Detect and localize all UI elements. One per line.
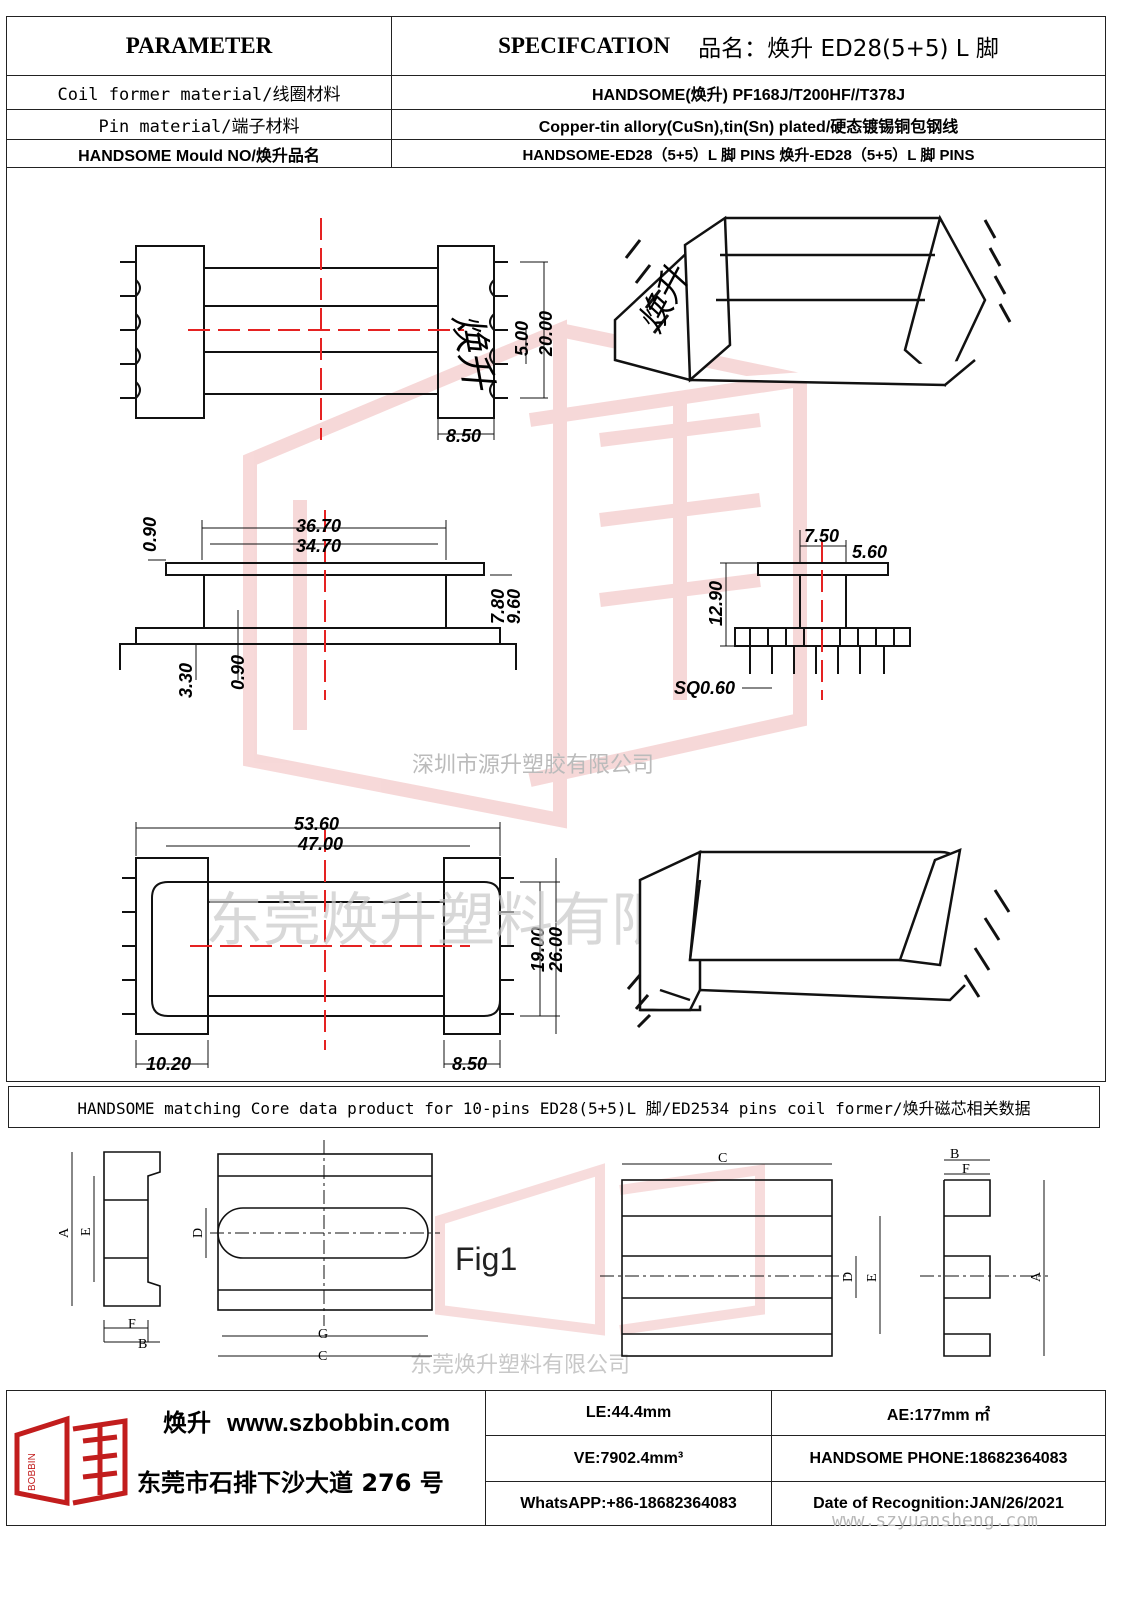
brand-line: 焕升 www.szbobbin.com [163, 1403, 450, 1438]
ve-value: VE:7902.4mm³ [573, 1449, 684, 1467]
parameter-title: PARAMETER [125, 33, 273, 58]
dim-end-height: 12.90 [706, 581, 726, 626]
dim-bottom-outer: 53.60 [294, 814, 339, 834]
core-label-d2: D [841, 1272, 856, 1282]
core-label-f2: F [962, 1162, 970, 1177]
logo-text: BOBBIN [27, 1453, 38, 1491]
side-view [119, 520, 517, 680]
core-top-view [205, 1140, 440, 1357]
core-drawing: 东莞焕升塑料有限公司 A E F B D G C Fig1 [57, 1140, 1048, 1377]
date-value: Date of Recognition:JAN/26/2021 [813, 1494, 1064, 1512]
core-label-c: C [318, 1349, 327, 1364]
core-e-left [71, 1151, 161, 1343]
dim-end-b: 5.60 [852, 542, 887, 562]
dim-side-height-a: 7.80 [488, 589, 508, 624]
whatsapp-value: WhatsAPP:+86-18682364083 [520, 1494, 737, 1512]
ae-value: AE:177mm ㎡ [886, 1407, 991, 1424]
core-watermark-text: 东莞焕升塑料有限公司 [410, 1352, 630, 1377]
drawing-frame [6, 168, 1106, 1082]
dim-side-flange: 0.90 [140, 517, 160, 552]
brand-name: 焕升 [163, 1409, 211, 1437]
dim-top-pitch: 5.00 [512, 321, 532, 356]
spec-title: SPECIFCATION [498, 33, 671, 58]
iso-view-bottom [626, 848, 1011, 1029]
row-label-pin: Pin material/端子材料 [98, 117, 300, 137]
iso-view-top [613, 214, 1012, 388]
core-label-g: G [318, 1327, 328, 1342]
footer-frame: BOBBIN 焕升 www.szbobbin.com 东莞市石排下沙大道 276… [6, 1390, 1106, 1526]
spec-table: PARAMETER SPECIFCATION 品名：焕升 ED28(5+5) L… [6, 16, 1106, 168]
row-label-mould: HANDSOME Mould NO/焕升品名 [78, 148, 320, 165]
dim-side-outer: 36.70 [296, 516, 341, 536]
dim-side-inner: 34.70 [296, 536, 341, 556]
core-label-f: F [128, 1317, 136, 1332]
core-caption-box: HANDSOME matching Core data product for … [8, 1086, 1100, 1128]
dim-bottom-h-b: 26.00 [546, 927, 566, 973]
technical-drawing: 焕升 8.50 5.00 20.00 焕升 36.70 34.70 0.90 [119, 214, 1012, 1074]
core-label-b: B [138, 1337, 147, 1352]
bottom-centerlines [190, 830, 470, 1050]
dim-top-height: 20.00 [536, 311, 556, 357]
core-label-c2: C [718, 1151, 727, 1166]
watermark-company-a: 深圳市源升塑胶有限公司 [412, 752, 654, 777]
core-label-b2: B [950, 1147, 959, 1162]
le-value: LE:44.4mm [585, 1404, 672, 1421]
dim-side-height-b: 9.60 [504, 589, 524, 624]
top-view-centerlines [188, 218, 464, 440]
dim-bottom-h-a: 19.00 [528, 927, 548, 972]
core-e-right [920, 1159, 1048, 1357]
core-label-d: D [191, 1228, 206, 1238]
dim-top-width: 8.50 [446, 426, 481, 446]
dim-bottom-left: 10.20 [146, 1054, 191, 1074]
row-value-mould: HANDSOME-ED28（5+5）L 脚 PINS 焕升-ED28（5+5）L… [522, 146, 975, 164]
brand-mark-top: 焕升 [445, 310, 500, 395]
core-label-a2: A [1029, 1271, 1044, 1282]
dim-side-pin: 3.30 [176, 663, 196, 698]
dim-pin-sq: SQ0.60 [674, 678, 735, 698]
core-label-e2: E [865, 1273, 880, 1282]
url-watermark: www.szyuansheng.com [832, 1510, 1038, 1531]
row-value-pin: Copper-tin allory(CuSn),tin(Sn) plated/硬… [538, 118, 959, 136]
dim-end-a: 7.50 [804, 526, 839, 546]
row-label-coil: Coil former material/线圈材料 [57, 85, 341, 105]
dim-bottom-inner: 47.00 [297, 834, 343, 854]
product-name: 品名：焕升 ED28(5+5) L 脚 [698, 36, 999, 62]
core-label-a: A [57, 1227, 72, 1238]
spec-title-block: SPECIFCATION 品名：焕升 ED28(5+5) L 脚 [392, 17, 1105, 75]
company-logo: BOBBIN [14, 1415, 128, 1507]
phone-value: HANDSOME PHONE:18682364083 [809, 1449, 1068, 1467]
core-label-e: E [79, 1227, 94, 1236]
dim-bottom-right: 8.50 [452, 1054, 487, 1074]
website-link[interactable]: www.szbobbin.com [227, 1410, 451, 1437]
row-value-coil: HANDSOME(焕升) PF168J/T200HF//T378J [592, 86, 905, 104]
core-side-view [600, 1163, 881, 1357]
core-caption: HANDSOME matching Core data product for … [77, 1099, 1031, 1118]
fig-label: Fig1 [455, 1241, 517, 1277]
dim-side-base: 0.90 [228, 655, 248, 690]
top-view [120, 245, 548, 440]
address: 东莞市石排下沙大道 276 号 [137, 1469, 444, 1497]
